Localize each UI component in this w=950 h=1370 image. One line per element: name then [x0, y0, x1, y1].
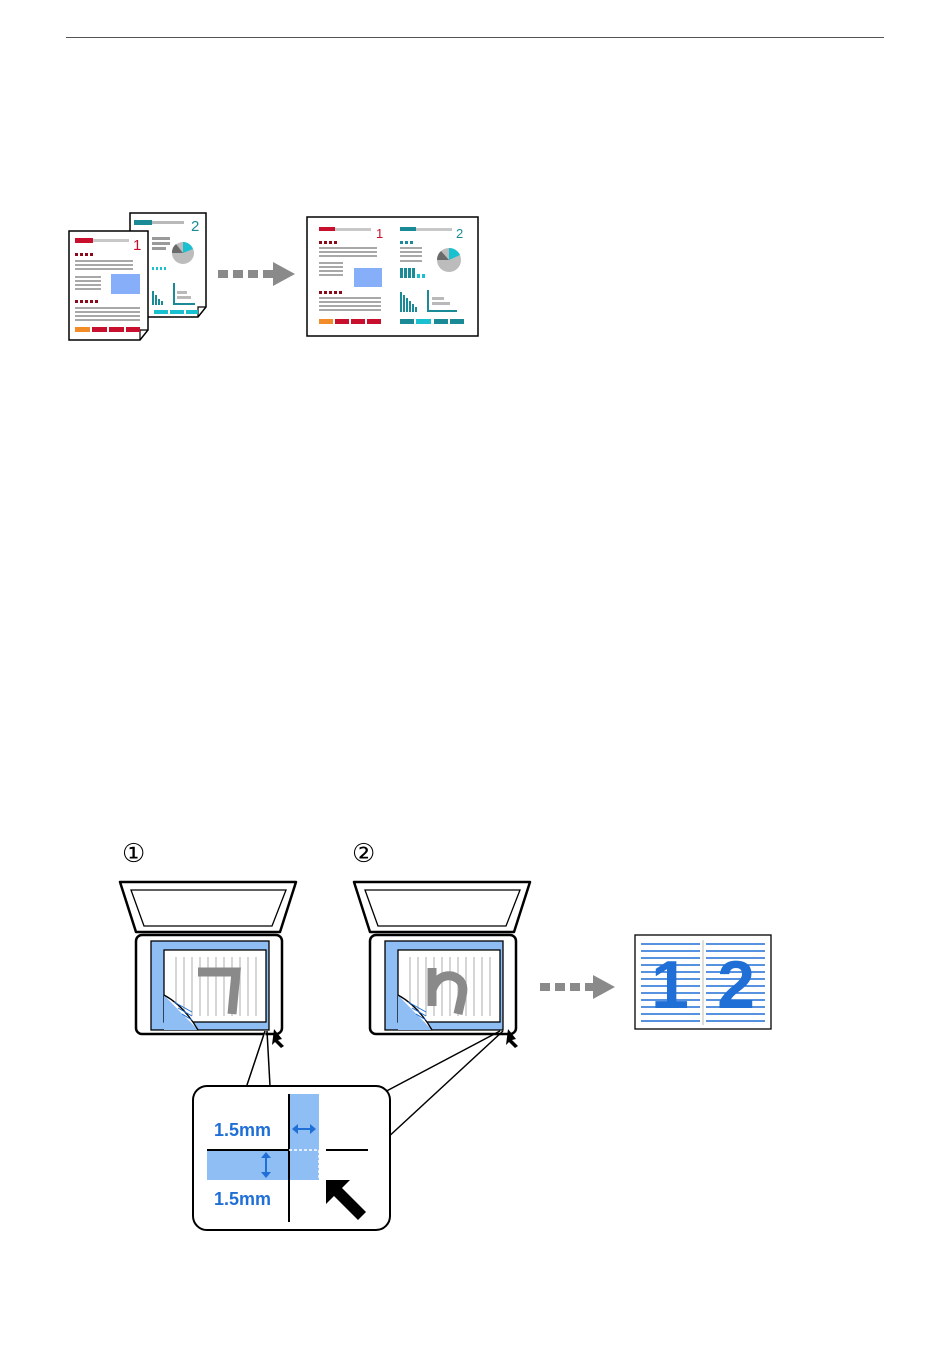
page-1-number: 1: [133, 237, 141, 254]
result-sheet: 1 2: [635, 935, 771, 1029]
scanner-step-1: [120, 882, 296, 1048]
header-rule: [66, 37, 884, 38]
step-1-label: ①: [122, 839, 145, 869]
margin-callout: 1.5mm 1.5mm: [193, 1086, 390, 1230]
result-number-2: 2: [717, 947, 755, 1023]
page-2-number: 2: [191, 218, 199, 235]
original-on-glass-2: [398, 950, 500, 1030]
scanner-placement-illustration: ① ②: [100, 830, 790, 1240]
scanner-step-2: [354, 882, 530, 1048]
horizontal-margin-label: 1.5mm: [214, 1120, 271, 1140]
combined-sheet: 1 2: [307, 217, 478, 336]
original-on-glass-1: [164, 950, 266, 1030]
result-number-1: 1: [651, 947, 689, 1023]
dashed-arrow-icon: [218, 262, 295, 286]
two-up-copy-illustration: 2 1: [66, 205, 486, 345]
dashed-arrow-icon: [540, 975, 615, 999]
step-2-label: ②: [352, 839, 375, 869]
combined-page-1-number: 1: [376, 226, 383, 241]
vertical-margin-label: 1.5mm: [214, 1189, 271, 1209]
original-page-1: 1: [69, 231, 148, 340]
combined-page-2-number: 2: [456, 226, 463, 241]
